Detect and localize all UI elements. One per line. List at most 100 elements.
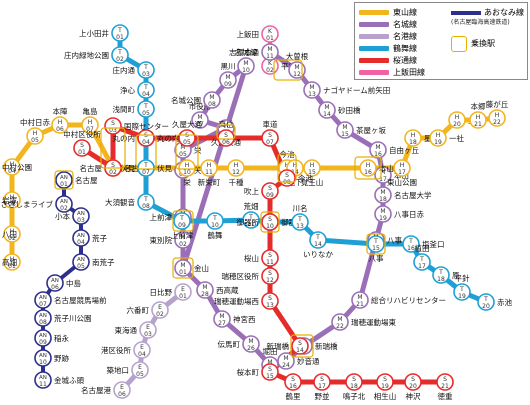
station-number: 21 bbox=[356, 301, 364, 308]
legend-label: 東山線 bbox=[393, 8, 417, 17]
station-line-code: M bbox=[357, 294, 362, 301]
station-marker bbox=[3, 253, 21, 271]
station-line-code: T bbox=[117, 49, 122, 56]
station-name: 八事 bbox=[387, 235, 402, 245]
station-marker bbox=[72, 229, 90, 247]
station-line-code: T bbox=[373, 238, 378, 245]
station-line-code: M bbox=[283, 355, 288, 362]
